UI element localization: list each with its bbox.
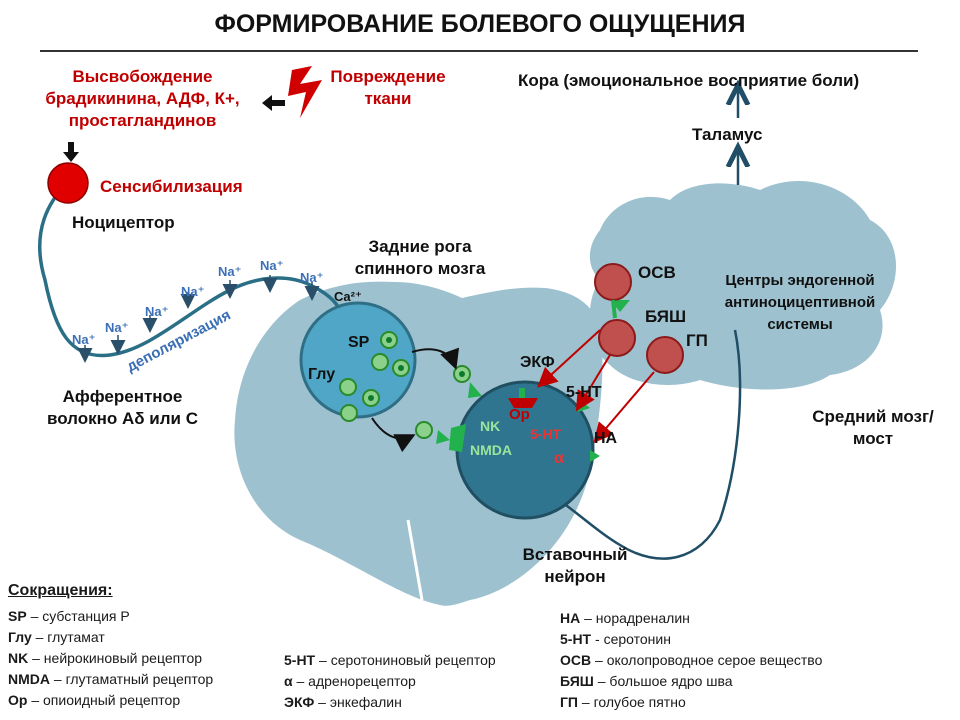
thalamus-label: Таламус: [692, 125, 763, 144]
abbr-item: NMDA – глутаматный рецептор: [8, 671, 214, 687]
midbrain-label: Средний мозг/мост: [812, 407, 934, 448]
lightning-icon: [288, 66, 322, 118]
abbr-item: Глу – глутамат: [8, 629, 105, 645]
sensitization-label: Сенсибилизация: [100, 177, 243, 196]
abbr-item: ГП – голубое пятно: [560, 694, 686, 710]
na-label-7: Na⁺: [300, 270, 323, 285]
afferent-label: Афферентное волокно Аδ или С: [46, 387, 199, 428]
osv-nucleus: [594, 263, 632, 301]
na-label-5: Na⁺: [218, 264, 241, 279]
nociceptor-label: Ноцицептор: [72, 213, 175, 232]
abbr-item: SP – субстанция Р: [8, 608, 130, 624]
glu-label: Глу: [308, 366, 336, 383]
afferent-fiber: [38, 180, 342, 358]
abbr-col3: НА – норадреналин 5-НТ - серотонин ОСВ –…: [560, 608, 822, 713]
osv-label: ОСВ: [638, 263, 676, 282]
abbr-item: NK – нейрокиновый рецептор: [8, 650, 203, 666]
gp-label: ГП: [686, 331, 708, 350]
5ht-label: 5-HT: [566, 384, 602, 401]
release-label: Высвобождение брадикинина, АДФ, К+, прос…: [45, 67, 240, 130]
descending-fiber: [544, 329, 742, 560]
interneuron-label: Вставочный нейрон: [522, 545, 628, 586]
na-label-4: Na⁺: [181, 284, 204, 299]
na-label-1: Na⁺: [72, 332, 95, 347]
depolarization-label: деполяризация: [124, 306, 234, 375]
abbr-item: ОСВ – околопроводное серое вещество: [560, 652, 823, 668]
nmda-label: NMDA: [470, 442, 512, 458]
abbr-item: ЭКФ – энкефалин: [284, 694, 402, 710]
release-arrow: [262, 95, 285, 111]
nk-label: NK: [480, 418, 501, 434]
byash-nucleus: [598, 319, 636, 357]
ha-label: НА: [594, 430, 618, 447]
abbr-col1: SP – субстанция Р Глу – глутамат NK – не…: [8, 606, 213, 711]
abbr-item: Ор – опиоидный рецептор: [8, 692, 181, 708]
title-divider: [40, 50, 918, 52]
abbr-item: БЯШ – большое ядро шва: [560, 673, 733, 689]
abbr-item: α – адренорецептор: [284, 673, 416, 689]
sp-label: SP: [348, 334, 370, 351]
down-arrow: [63, 142, 79, 162]
gp-nucleus: [646, 336, 684, 374]
abbr-item: 5-НТ - серотонин: [560, 631, 671, 647]
abbr-item: НА – норадреналин: [560, 610, 690, 626]
abbr-col2: 5-НТ – серотониновый рецептор α – адрено…: [284, 650, 496, 713]
ekf-label: ЭКФ: [520, 354, 555, 371]
opioid-receptor: [508, 398, 538, 408]
centers-label: Центры эндогенной антиноцицептивной сист…: [724, 272, 876, 333]
ca-label: Ca²⁺: [334, 289, 362, 304]
nociceptor-cell: [47, 162, 89, 204]
abbreviations-heading: Сокращения:: [8, 582, 113, 599]
5ht-receptor-label: 5-HT: [530, 426, 562, 442]
alpha-label: α: [554, 450, 564, 467]
page-title: ФОРМИРОВАНИЕ БОЛЕВОГО ОЩУЩЕНИЯ: [214, 10, 746, 38]
op-label: Op: [509, 406, 530, 423]
na-label-6: Na⁺: [260, 258, 283, 273]
dorsal-horns-label: Задние рога спинного мозга: [354, 237, 486, 278]
damage-label: Повреждение ткани: [330, 67, 446, 108]
byash-label: БЯШ: [645, 307, 687, 326]
abbr-item: 5-НТ – серотониновый рецептор: [284, 652, 496, 668]
na-label-2: Na⁺: [105, 320, 128, 335]
na-label-3: Na⁺: [145, 304, 168, 319]
cortex-label: Кора (эмоциональное восприятие боли): [518, 71, 860, 90]
